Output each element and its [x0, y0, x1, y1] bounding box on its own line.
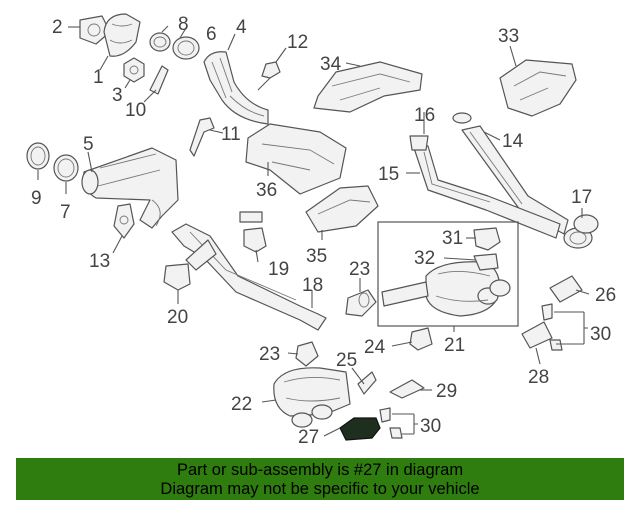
callout-35: 35 [306, 246, 327, 267]
callout-10: 10 [125, 100, 146, 121]
callout-29: 29 [436, 381, 457, 402]
callout-labels: 1 2 3 4 5 6 7 8 9 10 11 12 13 14 15 16 1… [31, 14, 616, 448]
part-20-hanger[interactable] [163, 263, 191, 291]
callout-19: 19 [268, 259, 289, 280]
callout-18: 18 [302, 275, 323, 296]
part-15-pipe[interactable] [409, 135, 561, 239]
part-7-clamp[interactable] [53, 154, 79, 182]
part-16-gasket[interactable] [452, 112, 472, 124]
part-4-front-pipe[interactable] [203, 51, 269, 125]
callout-24: 24 [364, 337, 386, 358]
callout-17: 17 [571, 187, 592, 208]
part-23-clamp-upper[interactable] [345, 289, 377, 317]
part-32-bracket[interactable] [473, 253, 499, 271]
callout-2: 2 [52, 17, 63, 38]
part-35-heat-shield[interactable] [305, 185, 379, 233]
part-13-hanger[interactable] [113, 203, 135, 239]
callout-1: 1 [93, 67, 104, 88]
callout-33: 33 [498, 26, 519, 47]
part-25-sensor[interactable] [357, 371, 377, 395]
part-6-clamp[interactable] [172, 36, 200, 60]
part-31-actuator[interactable] [473, 227, 501, 251]
part-19-hanger[interactable] [239, 211, 267, 253]
part-29-pad[interactable] [389, 379, 425, 399]
part-28-pad[interactable] [521, 321, 553, 349]
part-22-rear-muffler[interactable] [273, 367, 351, 428]
callout-30-upper: 30 [590, 324, 611, 345]
exhaust-parts-diagram: 1 2 3 4 5 6 7 8 9 10 11 12 13 14 15 16 1… [26, 13, 616, 448]
part-5-catalytic-converter[interactable] [81, 147, 179, 229]
callout-32: 32 [414, 248, 435, 269]
banner-line-2: Diagram may not be specific to your vehi… [160, 480, 480, 498]
callout-27: 27 [298, 427, 319, 448]
callout-5: 5 [83, 134, 94, 155]
part-10-bracket[interactable] [149, 65, 169, 95]
callout-3: 3 [112, 85, 123, 106]
callout-12: 12 [287, 32, 308, 53]
part-8-gasket-ring[interactable] [149, 32, 171, 52]
part-11-bracket[interactable] [189, 117, 215, 157]
callout-13: 13 [89, 251, 110, 272]
callout-34: 34 [320, 54, 342, 75]
callout-9: 9 [31, 188, 42, 209]
callout-23-upper: 23 [349, 259, 370, 280]
part-30-bolt-upper[interactable] [541, 303, 588, 351]
leader-lines [37, 25, 590, 437]
callout-25: 25 [336, 350, 357, 371]
callout-26: 26 [595, 285, 616, 306]
callout-7: 7 [60, 202, 71, 223]
callout-6: 6 [206, 24, 217, 45]
part-2-gasket[interactable] [79, 15, 111, 45]
part-26-pad[interactable] [549, 275, 583, 303]
callout-36: 36 [256, 180, 277, 201]
callout-8: 8 [178, 14, 189, 35]
callout-11: 11 [221, 124, 241, 145]
callout-15: 15 [378, 164, 399, 185]
part-18-mid-pipe[interactable] [171, 223, 327, 331]
part-36-heat-shield[interactable] [245, 123, 347, 195]
callout-4: 4 [236, 17, 247, 38]
part-9-gasket[interactable] [26, 142, 50, 170]
callout-21: 21 [444, 335, 465, 356]
part-17-tips[interactable] [563, 214, 599, 249]
callout-23-lower: 23 [259, 344, 280, 365]
part-12-sensor[interactable] [257, 61, 281, 91]
callout-14: 14 [502, 131, 524, 152]
part-27-highlighted[interactable] [339, 417, 381, 441]
part-33-heat-shield[interactable] [499, 59, 577, 117]
part-3-nut[interactable] [123, 57, 145, 83]
part-info-banner: Part or sub-assembly is #27 in diagram D… [16, 458, 624, 500]
callout-22: 22 [231, 394, 252, 415]
callout-30-lower: 30 [420, 416, 441, 437]
part-34-heat-shield[interactable] [313, 61, 423, 113]
callout-16: 16 [414, 105, 435, 126]
part-23-clamp-lower[interactable] [295, 341, 319, 367]
banner-line-1: Part or sub-assembly is #27 in diagram [176, 461, 464, 479]
callout-31: 31 [442, 228, 463, 249]
callout-28: 28 [528, 367, 549, 388]
part-21-muffler-assembly[interactable] [377, 221, 519, 327]
part-30-bolt-lower[interactable] [379, 407, 418, 439]
part-1-turbo-outlet[interactable] [103, 13, 141, 57]
part-24-actuator[interactable] [409, 327, 433, 351]
callout-20: 20 [167, 307, 188, 328]
